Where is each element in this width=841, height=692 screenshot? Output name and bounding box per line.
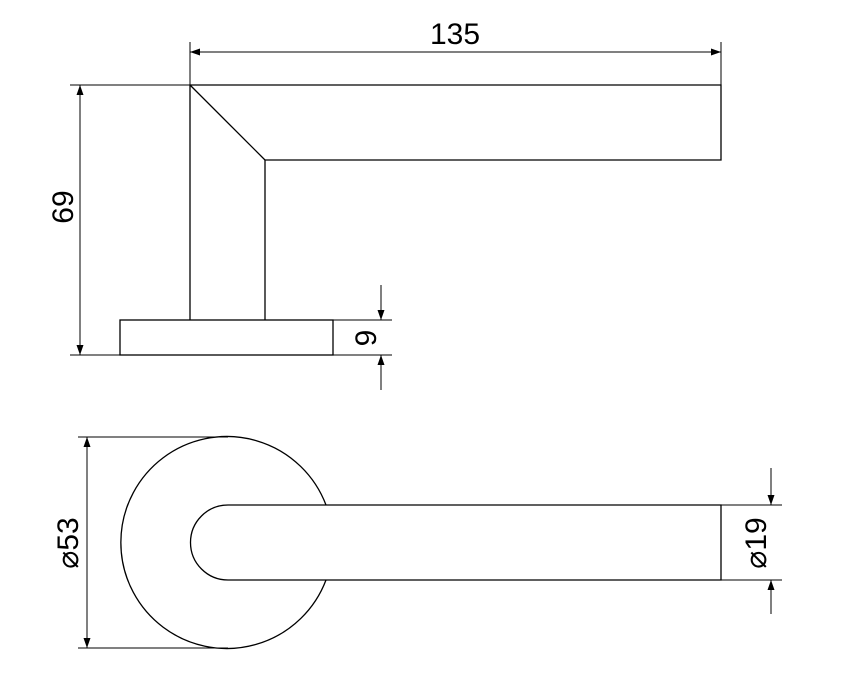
- rose-circle: [120, 435, 327, 650]
- dimension-lever-diameter: ⌀19: [740, 517, 773, 568]
- dimension-height: 69: [47, 190, 80, 223]
- rose-plate: [119, 319, 334, 356]
- top-view: ⌀53 ⌀19: [52, 435, 782, 650]
- dimension-rose-thickness: 9: [350, 330, 383, 347]
- lever-top-outline: [189, 504, 722, 581]
- lever-outline: [189, 84, 722, 320]
- dimension-rose-diameter: ⌀53: [52, 517, 85, 568]
- lever-bevel-edge: [189, 84, 266, 161]
- side-view: 135 69 9: [47, 18, 722, 390]
- dimension-length: 135: [430, 18, 480, 51]
